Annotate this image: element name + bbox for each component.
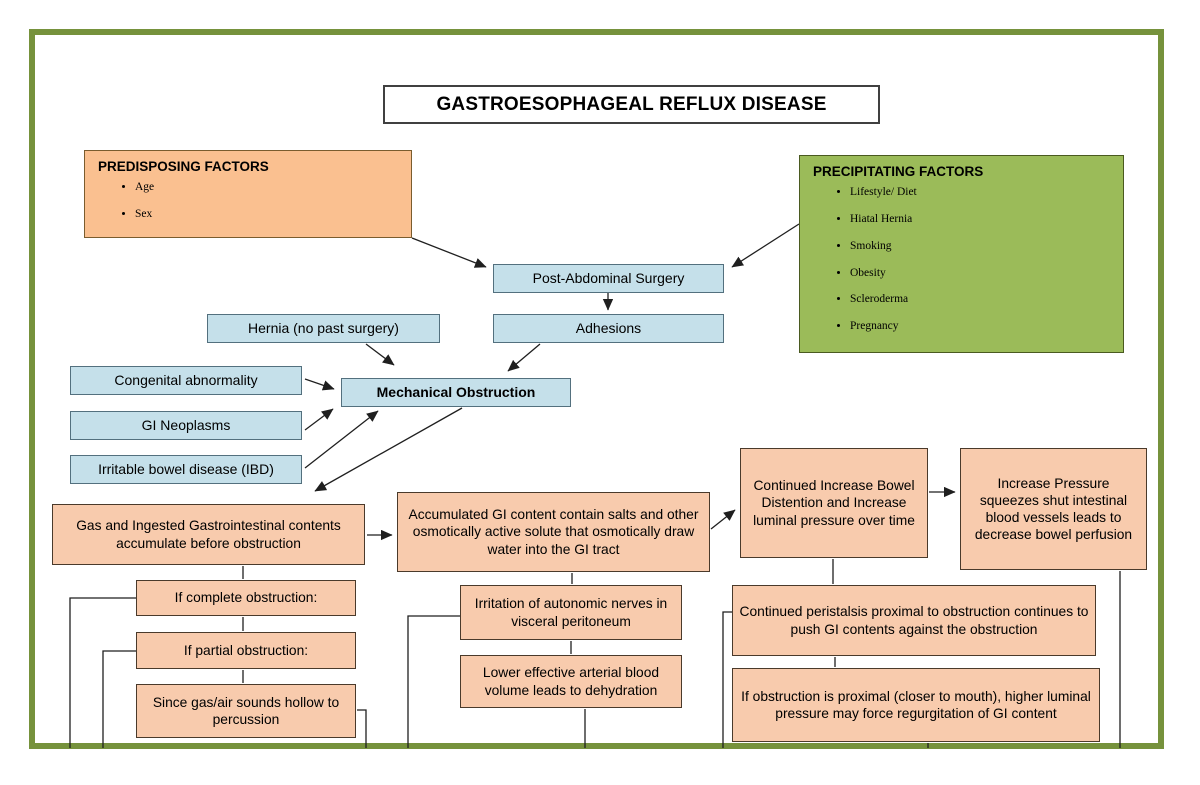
precipitating-heading: PRECIPITATING FACTORS <box>813 164 984 179</box>
predisposing-list: Age Sex <box>85 178 411 222</box>
list-item: Scleroderma <box>850 292 1123 306</box>
node-accumulated-gi-content: Accumulated GI content contain salts and… <box>397 492 710 572</box>
node-congenital-abnormality: Congenital abnormality <box>70 366 302 395</box>
node-hernia: Hernia (no past surgery) <box>207 314 440 343</box>
list-item: Lifestyle/ Diet <box>850 185 1123 199</box>
node-irritation-autonomic-nerves: Irritation of autonomic nerves in viscer… <box>460 585 682 640</box>
page-border-frame <box>29 29 1164 749</box>
precipitating-list: Lifestyle/ Diet Hiatal Hernia Smoking Ob… <box>800 183 1123 334</box>
list-item: Age <box>135 180 411 194</box>
node-continued-increase-distention: Continued Increase Bowel Distention and … <box>740 448 928 558</box>
node-adhesions: Adhesions <box>493 314 724 343</box>
node-proximal-regurgitation: If obstruction is proximal (closer to mo… <box>732 668 1100 742</box>
node-mechanical-obstruction: Mechanical Obstruction <box>341 378 571 407</box>
list-item: Hiatal Hernia <box>850 212 1123 226</box>
node-if-complete-obstruction: If complete obstruction: <box>136 580 356 616</box>
node-gas-hollow-percussion: Since gas/air sounds hollow to percussio… <box>136 684 356 738</box>
node-if-partial-obstruction: If partial obstruction: <box>136 632 356 669</box>
predisposing-factors-box: PREDISPOSING FACTORS Age Sex <box>84 150 412 238</box>
list-item: Smoking <box>850 239 1123 253</box>
node-gi-neoplasms: GI Neoplasms <box>70 411 302 440</box>
node-continued-peristalsis: Continued peristalsis proximal to obstru… <box>732 585 1096 656</box>
node-gas-ingested-contents: Gas and Ingested Gastrointestinal conten… <box>52 504 365 565</box>
predisposing-heading: PREDISPOSING FACTORS <box>98 159 269 174</box>
precipitating-factors-box: PRECIPITATING FACTORS Lifestyle/ Diet Hi… <box>799 155 1124 353</box>
node-increase-pressure-perfusion: Increase Pressure squeezes shut intestin… <box>960 448 1147 570</box>
node-irritable-bowel-disease: Irritable bowel disease (IBD) <box>70 455 302 484</box>
list-item: Sex <box>135 207 411 221</box>
list-item: Obesity <box>850 266 1123 280</box>
list-item: Pregnancy <box>850 319 1123 333</box>
node-lower-arterial-volume: Lower effective arterial blood volume le… <box>460 655 682 708</box>
node-post-abdominal-surgery: Post-Abdominal Surgery <box>493 264 724 293</box>
diagram-title: GASTROESOPHAGEAL REFLUX DISEASE <box>383 85 880 124</box>
